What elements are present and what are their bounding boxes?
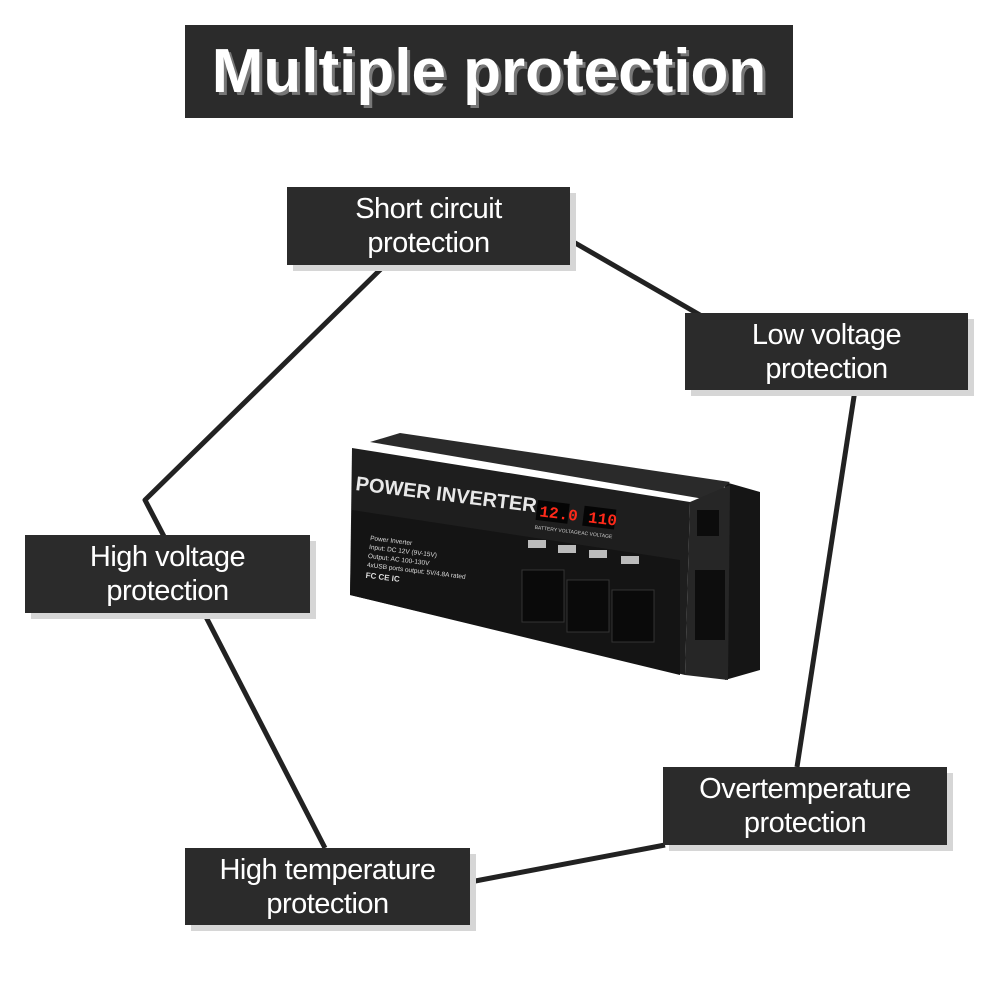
connector-line xyxy=(469,842,666,885)
ac-outlets xyxy=(521,569,655,643)
feature-label: Overtemperature xyxy=(699,773,911,805)
ac-outlet xyxy=(611,589,655,643)
ac-voltage-display xyxy=(582,505,617,530)
feature-label: Short circuit xyxy=(355,193,502,225)
feature-label: protection xyxy=(106,575,229,607)
ac-voltage-value: 110 xyxy=(587,509,618,530)
ac-outlet xyxy=(521,569,565,623)
usb-ports xyxy=(528,540,639,564)
power-inverter-image: POWER INVERTER 12.0 BATTERY VOLTAGE 110 … xyxy=(350,433,760,680)
feature-label: protection xyxy=(743,807,867,839)
power-switch xyxy=(697,510,719,536)
feature-label: protection xyxy=(266,887,389,920)
usb-port xyxy=(528,540,546,548)
feature-label: High voltage xyxy=(89,541,246,573)
usb-port xyxy=(589,550,607,558)
feature-label: Low voltage xyxy=(751,318,902,351)
ac-voltage-label: AC VOLTAGE xyxy=(581,531,613,541)
feature-label: protection xyxy=(367,227,490,259)
battery-voltage-display xyxy=(535,500,570,524)
page-title: Multiple protection xyxy=(185,25,793,118)
feature-label: protection xyxy=(765,352,888,385)
connector-line xyxy=(202,613,328,850)
feature-label: High temperature xyxy=(219,853,436,886)
heat-sink-fins xyxy=(370,433,730,500)
universal-socket xyxy=(695,570,725,640)
battery-voltage-label: BATTERY VOLTAGE xyxy=(534,525,582,537)
usb-port xyxy=(558,545,576,553)
ac-outlet xyxy=(566,579,610,633)
mounting-bracket xyxy=(725,482,760,680)
battery-voltage-value: 12.0 xyxy=(538,503,578,526)
usb-port xyxy=(621,556,639,564)
connector-line xyxy=(568,237,702,318)
connector-line xyxy=(794,389,858,768)
certification-marks: FC CE IC xyxy=(365,571,400,584)
